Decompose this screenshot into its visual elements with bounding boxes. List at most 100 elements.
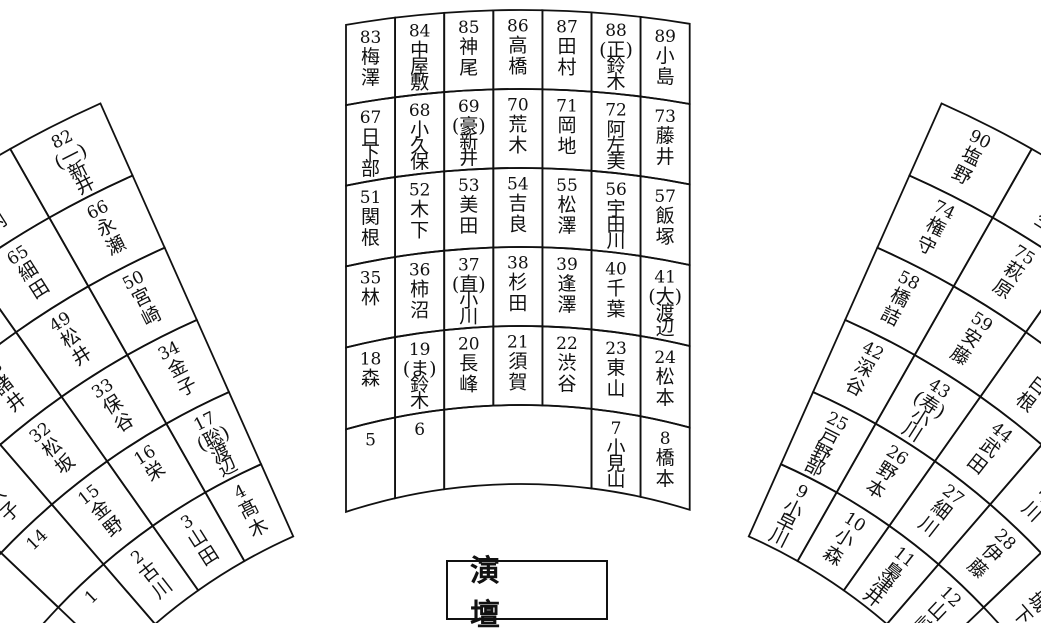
seat-name-char: 川 (459, 305, 478, 327)
seat-name-char: 松 (656, 366, 675, 388)
seat-number: 7 (611, 419, 622, 439)
seat-name-char: 塚 (656, 226, 675, 248)
seat-name-char: 本 (656, 387, 675, 409)
seat-name-char: 井 (656, 146, 675, 168)
seat-number: 5 (365, 431, 376, 451)
seat-number: 69 (458, 97, 480, 117)
seat-name-char: 藤 (656, 125, 675, 147)
seat-number: 1 (81, 586, 103, 608)
seat-name-char: 下 (410, 220, 429, 242)
seat-name-char: 小 (656, 45, 675, 67)
seat-name-char: 松 (557, 194, 576, 216)
seat-box (444, 405, 591, 489)
seat-name-char: 木 (410, 390, 429, 412)
podium: 演 壇 (446, 560, 608, 620)
left-seat-block: 78白土79(真)小川80齊藤81武内82(一)新井62小谷野63横川64内沼6… (0, 103, 293, 623)
seat-number: 6 (414, 420, 425, 440)
seat-name-char: 橋 (508, 56, 527, 78)
seat-name-char: 荒 (508, 114, 527, 136)
seat-name-char: 渋 (557, 352, 576, 374)
seat-name-char: 千 (607, 277, 626, 299)
seat-name-char: 敷 (410, 72, 429, 94)
seat-name-char: 杉 (508, 272, 527, 294)
seat-number: 86 (507, 17, 529, 37)
right-seat-block: 90塩野91蒲生92木村93田並74権守75萩原76水村7758橋詰59安藤60… (749, 103, 1041, 623)
seat-name-char: 岡 (557, 115, 576, 137)
seat-name-char: 逢 (557, 273, 576, 295)
seat-name-char: 島 (656, 66, 675, 88)
seat-number: 52 (409, 181, 431, 201)
seat-number: 22 (556, 334, 578, 354)
seat-name-char: 高 (508, 35, 527, 57)
seat-name-char: 田 (508, 293, 527, 315)
seat-number: 37 (458, 255, 480, 275)
seat-name-char: 山 (607, 378, 626, 400)
seat-name-char: 澤 (361, 67, 380, 89)
seat-name-char: 美 (607, 150, 626, 172)
seat-name-char: 良 (508, 214, 527, 236)
seat-number: 40 (605, 259, 627, 279)
seat-name-char: 沼 (410, 299, 429, 321)
seat-number: 39 (556, 255, 578, 275)
seat-box (0, 218, 88, 333)
seat-number: 51 (360, 188, 382, 208)
seat-number: 67 (360, 108, 382, 128)
seat-name-char: 辺 (656, 317, 675, 339)
seat-number: 55 (556, 176, 578, 196)
seat-name-char: 林 (361, 287, 380, 309)
seat-number: 72 (605, 100, 627, 120)
seat-name-char: 森 (361, 367, 380, 389)
seat-number: 56 (605, 180, 627, 200)
seat-number: 88 (605, 21, 627, 41)
seat-number: 35 (360, 269, 382, 289)
seat-number: 70 (507, 96, 529, 116)
seat-name-char: 内 (0, 208, 11, 237)
seat-name-char: 保 (410, 151, 429, 173)
seat-name-char: 吉 (508, 193, 527, 215)
podium-label: 演 壇 (448, 546, 606, 634)
seat-name-char: 尾 (459, 57, 478, 79)
seat-name-char: 葉 (607, 298, 626, 320)
seat-name-char: 本 (656, 468, 675, 490)
seat-name-char: 村 (557, 57, 576, 79)
seat-name-char: 神 (459, 36, 478, 58)
seat-number: 83 (360, 28, 382, 48)
seat-number: 71 (556, 97, 578, 117)
seat-name-char: 田 (557, 36, 576, 58)
seat-number: 36 (409, 260, 431, 280)
seat-box (0, 553, 58, 623)
seat-number: 8 (660, 429, 671, 449)
seat-name-char: 地 (557, 136, 576, 158)
seat-number: 87 (556, 18, 578, 38)
seat-name-char: 田 (459, 215, 478, 237)
seat-number: 54 (507, 175, 529, 195)
seat-name-char: 美 (459, 194, 478, 216)
center-seat-block: 83梅澤84中屋敷85神尾86高橋87田村88(正)鈴木89小島67日下部68小… (346, 10, 690, 512)
seat-name-char: 木 (607, 71, 626, 93)
seat-number: 85 (458, 18, 480, 38)
seat-name-char: 子 (0, 497, 25, 526)
seat-number: 73 (654, 107, 676, 127)
seat-name-char: 東 (607, 357, 626, 379)
seat-name-char: 梅 (361, 46, 380, 68)
seat-name-char: 木 (508, 135, 527, 157)
seat-name-char: 川 (607, 230, 626, 252)
seat-name-char: 橋 (656, 447, 675, 469)
seat-number: 18 (360, 349, 382, 369)
seat-name-char: 長 (459, 353, 478, 375)
seat-name-char: 木 (410, 199, 429, 221)
seat-number: 24 (654, 348, 676, 368)
seat-name-char: 飯 (656, 205, 675, 227)
seat-name-char: 谷 (557, 373, 576, 395)
seat-number: 41 (654, 267, 676, 287)
seat-number: 23 (605, 339, 627, 359)
seat-name-char: 川 (1017, 497, 1041, 526)
seat-name-char: 澤 (557, 215, 576, 237)
seat-number: 38 (507, 254, 529, 274)
seat-name-char: 峰 (459, 374, 478, 396)
seat-name-char: 澤 (557, 294, 576, 316)
seat-box (954, 218, 1041, 333)
seat-name-char: 井 (459, 147, 478, 169)
seat-number: 20 (458, 335, 480, 355)
